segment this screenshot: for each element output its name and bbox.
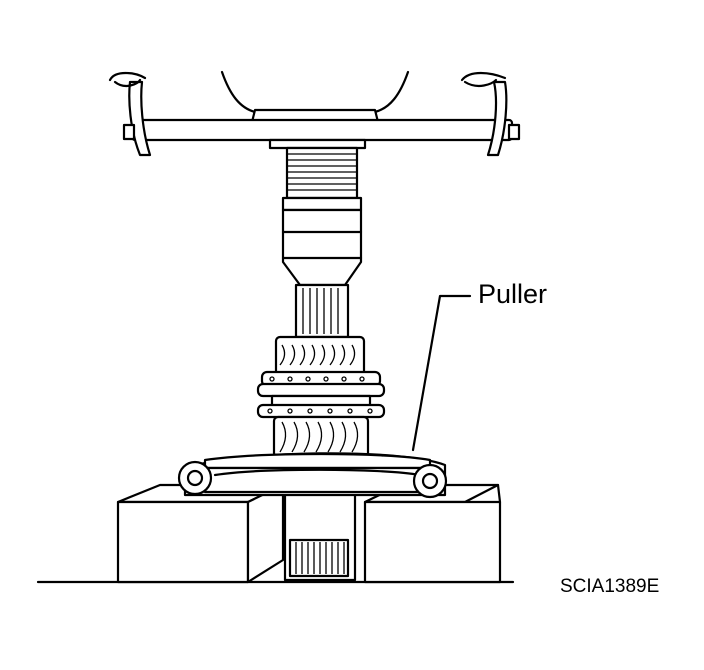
gear-assembly [256, 335, 386, 459]
spline-shaft [294, 283, 350, 339]
puller [177, 452, 448, 499]
figure-code: SCIA1389E [560, 576, 660, 597]
press-ram [281, 146, 363, 287]
support-block-right [363, 483, 502, 584]
lower-shaft [283, 483, 357, 582]
puller-label: Puller [478, 279, 548, 309]
puller-leader-line [411, 294, 472, 452]
press-top-plate [108, 70, 521, 157]
support-block-left [116, 483, 285, 584]
